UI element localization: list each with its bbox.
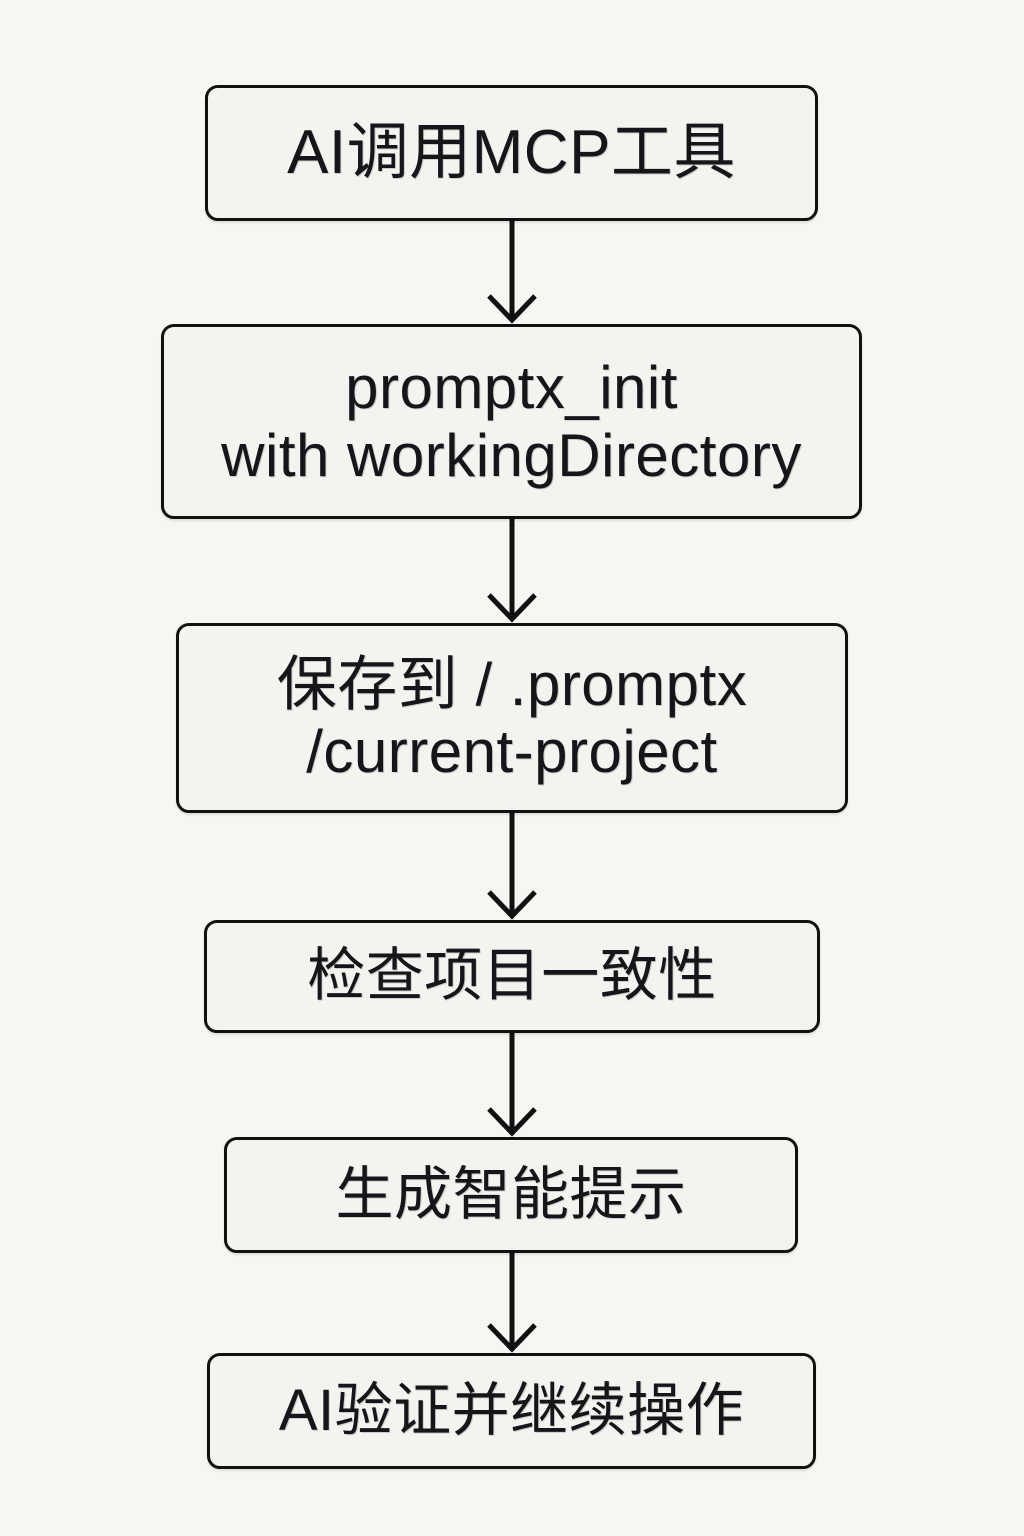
edge-save-to-current-project-to-check-project-consistency [487,813,537,920]
flow-node-check-project-consistency[interactable]: 检查项目一致性 [204,920,820,1033]
edge-generate-smart-prompt-to-ai-verify-and-continue [487,1253,537,1353]
flow-node-save-to-current-project[interactable]: 保存到 / .promptx /current-project [176,623,848,813]
flow-node-ai-verify-and-continue[interactable]: AI验证并继续操作 [207,1353,816,1469]
flow-node-label: AI调用MCP工具 [287,118,736,188]
flow-node-label: AI验证并继续操作 [278,1377,745,1443]
flow-node-promptx-init[interactable]: promptx_init with workingDirectory [161,324,862,519]
edge-check-project-consistency-to-generate-smart-prompt [487,1033,537,1137]
flow-node-generate-smart-prompt[interactable]: 生成智能提示 [224,1137,798,1253]
edge-promptx-init-to-save-to-current-project [487,519,537,623]
edge-ai-calls-mcp-tool-to-promptx-init [487,221,537,324]
flow-node-label: promptx_init with workingDirectory [221,354,802,489]
flow-node-label: 生成智能提示 [335,1161,687,1227]
flow-node-ai-calls-mcp-tool[interactable]: AI调用MCP工具 [205,85,818,221]
flow-node-label: 保存到 / .promptx /current-project [276,650,748,785]
flow-node-label: 检查项目一致性 [307,943,717,1009]
